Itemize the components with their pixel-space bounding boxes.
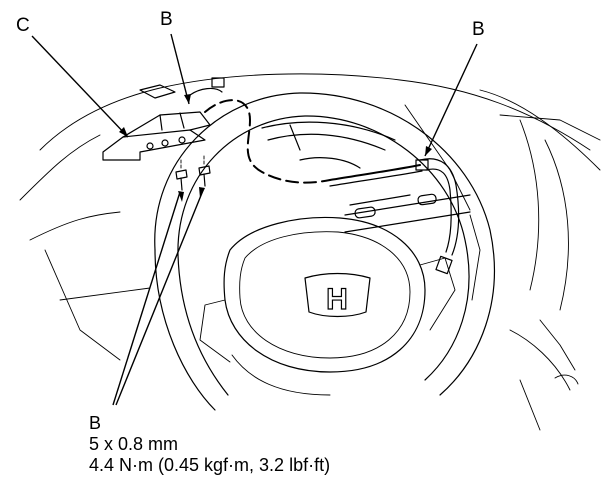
leader-b-top-left: [170, 33, 190, 105]
fastener-torque: 4.4 N·m (0.45 kgf·m, 3.2 lbf·ft): [89, 455, 331, 475]
dashboard-outline: [19, 73, 601, 431]
callout-b-top-right: B: [472, 19, 485, 40]
arrow-heads: [119, 94, 432, 202]
bracket-c: [102, 77, 225, 161]
bolt-left: [175, 169, 188, 191]
steering-wheel-hub: [199, 216, 456, 396]
bolt-pair: [175, 155, 211, 191]
honda-logo: H: [304, 272, 371, 318]
leader-c: [31, 35, 129, 138]
callout-c: C: [16, 15, 30, 36]
fastener-size: 5 x 0.8 mm: [89, 434, 179, 454]
leader-b-bottom-2: [115, 187, 205, 406]
leader-lines: [31, 33, 478, 406]
combination-switch-panel: [344, 193, 471, 233]
leader-b-bottom-1: [112, 191, 181, 406]
fastener-spec-block: B 5 x 0.8 mm 4.4 N·m (0.45 kgf·m, 3.2 lb…: [89, 413, 330, 476]
leader-b-top-right: [424, 43, 478, 157]
bolt-right: [198, 165, 211, 187]
logo-letter: H: [326, 283, 348, 316]
callout-b-top-left: B: [160, 9, 173, 30]
steering-wheel-rim: [154, 92, 495, 411]
callout-b-bottom: B: [89, 413, 102, 433]
wire-harness: [204, 99, 460, 275]
column-shroud: [261, 121, 396, 169]
